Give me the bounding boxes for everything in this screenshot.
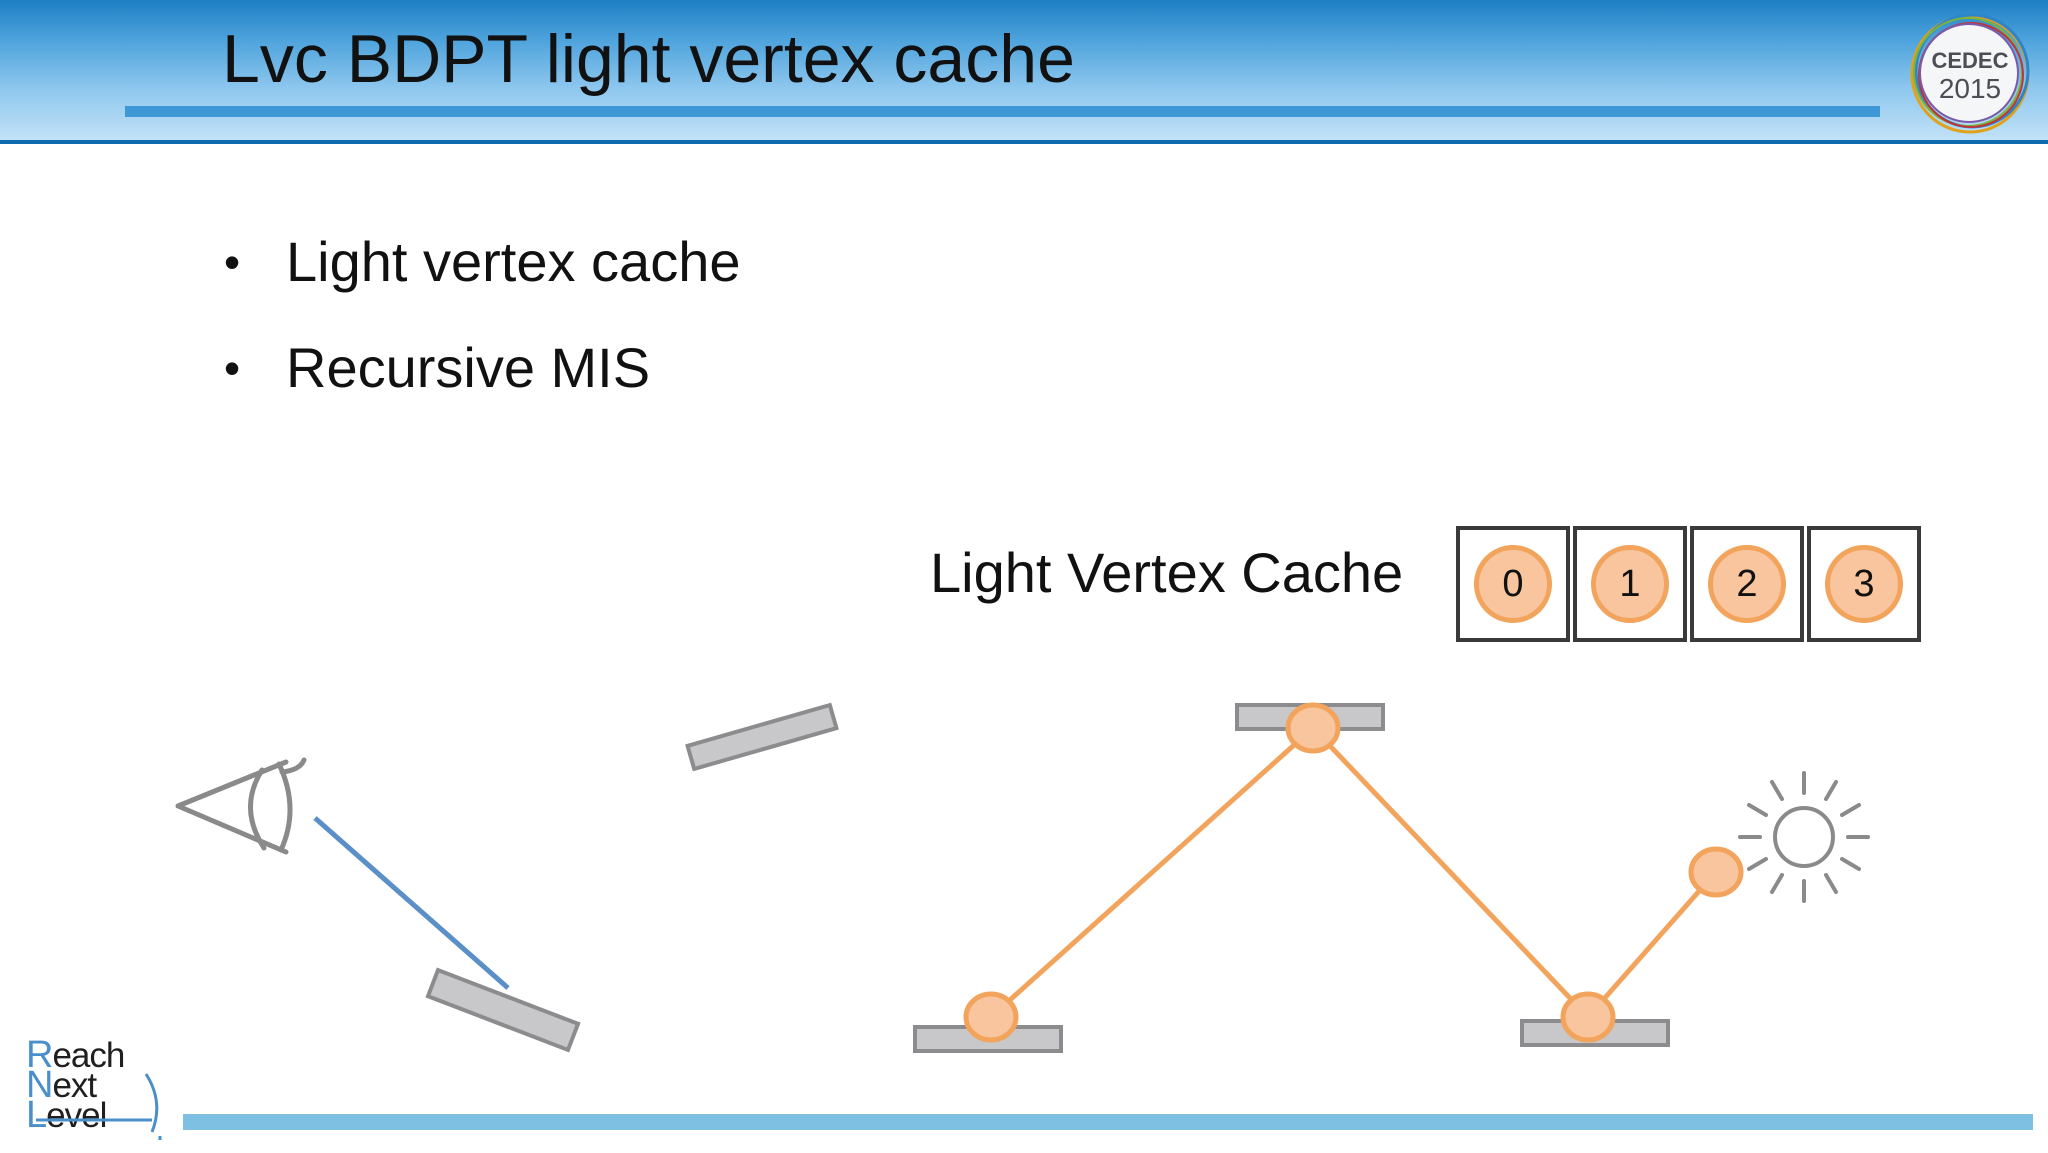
logo-line: Next	[26, 1066, 97, 1104]
header-edge	[0, 140, 2048, 144]
bullet-dot: •	[224, 236, 241, 288]
eye-icon	[175, 757, 307, 855]
slide-title: Lvc BDPT light vertex cache	[222, 21, 1075, 97]
logo-cap: N	[26, 1064, 53, 1106]
light-vertex	[1688, 846, 1744, 898]
reach-next-level-logo: Reach Next Level	[26, 1036, 176, 1145]
cache-slot: 0	[1456, 526, 1570, 642]
logo-cap: L	[26, 1094, 47, 1136]
logo-top-text: CEDEC	[1931, 48, 2008, 73]
sun-icon	[1738, 771, 1870, 903]
bullet-dot: •	[224, 342, 241, 394]
camera-ray	[313, 816, 510, 990]
cedec-logo: CEDEC 2015	[1910, 13, 2030, 134]
cache-vertex: 3	[1825, 545, 1903, 623]
cache-vertex: 0	[1474, 545, 1552, 623]
logo-rest: each	[52, 1036, 125, 1075]
cache-slot: 1	[1573, 526, 1687, 642]
header-band	[0, 0, 2048, 143]
light-vertex	[1560, 991, 1616, 1043]
light-vertices	[963, 702, 1744, 1043]
cache-slot: 3	[1807, 526, 1921, 642]
cache-vertex: 1	[1591, 545, 1669, 623]
surface-lower-left	[425, 967, 581, 1053]
cache-slot: 2	[1690, 526, 1804, 642]
light-vertex	[1285, 702, 1341, 754]
header-rule	[125, 106, 1880, 117]
logo-year: 2015	[1939, 73, 2001, 104]
logo-line: Reach	[26, 1036, 125, 1074]
cache-slots: 0 1 2 3	[1456, 526, 1921, 642]
cache-label: Light Vertex Cache	[930, 541, 1404, 604]
surface-upper-left	[685, 702, 839, 772]
surfaces	[425, 702, 1670, 1053]
cache-vertex: 2	[1708, 545, 1786, 623]
bullet-text: Light vertex cache	[286, 230, 741, 293]
logo-bracket	[36, 1073, 162, 1140]
logo-line: Level	[26, 1096, 107, 1134]
logo-rest: evel	[46, 1096, 107, 1135]
bullet-text: Recursive MIS	[286, 336, 651, 399]
light-path	[989, 725, 1718, 1020]
footer-bar	[183, 1114, 2033, 1130]
logo-cap: R	[26, 1034, 53, 1076]
logo-rest: ext	[52, 1066, 97, 1105]
light-vertex	[963, 991, 1019, 1043]
